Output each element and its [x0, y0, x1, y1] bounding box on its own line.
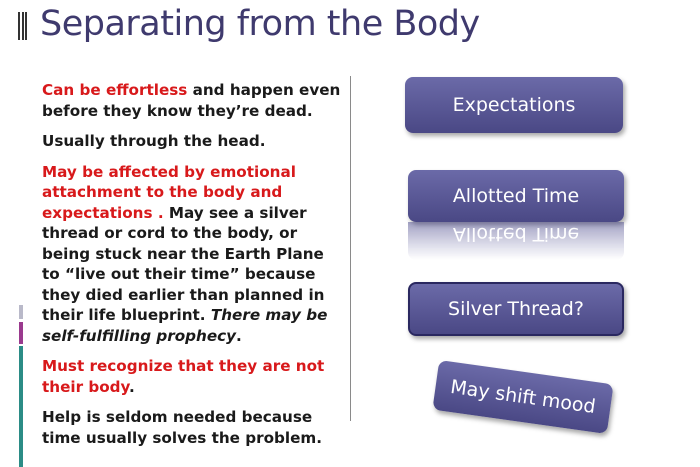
paragraph-effortless: Can be effortless and happen even before…: [42, 80, 342, 121]
text: .: [129, 377, 135, 396]
slide-title: Separating from the Body: [40, 4, 480, 44]
accent-bar-gray: [19, 305, 23, 319]
silver-thread-button[interactable]: Silver Thread?: [408, 282, 624, 336]
accent-bar-magenta: [19, 322, 23, 344]
title-bar-marks: [18, 12, 27, 40]
paragraph-recognize: Must recognize that they are not their b…: [42, 356, 342, 397]
shift-mood-button[interactable]: May shift mood: [432, 359, 614, 435]
text-red: Can be effortless: [42, 81, 188, 99]
column-divider: [350, 76, 351, 421]
bullet-text-column: Can be effortless and happen even before…: [42, 80, 342, 458]
text: and happen even before they know they’re…: [42, 81, 341, 120]
paragraph-attachment: May be affected by emotional attachment …: [42, 162, 342, 347]
paragraph-help: Help is seldom needed because time usual…: [42, 408, 323, 447]
text: .: [236, 326, 242, 345]
text-red: May be affected by emotional attachment …: [42, 162, 296, 222]
text-italic: There may be self-fulfilling prophecy: [42, 306, 328, 345]
text-red: Must recognize that they are not their b…: [42, 357, 325, 396]
reflection-label: Allotted Time: [408, 222, 624, 260]
text: May see a silver thread or cord to the b…: [42, 203, 325, 325]
allotted-time-reflection: Allotted Time: [408, 222, 624, 260]
paragraph-head: Usually through the head.: [42, 132, 266, 150]
accent-bar-teal: [19, 346, 23, 467]
allotted-time-button[interactable]: Allotted Time: [408, 170, 624, 222]
expectations-button[interactable]: Expectations: [405, 77, 623, 133]
